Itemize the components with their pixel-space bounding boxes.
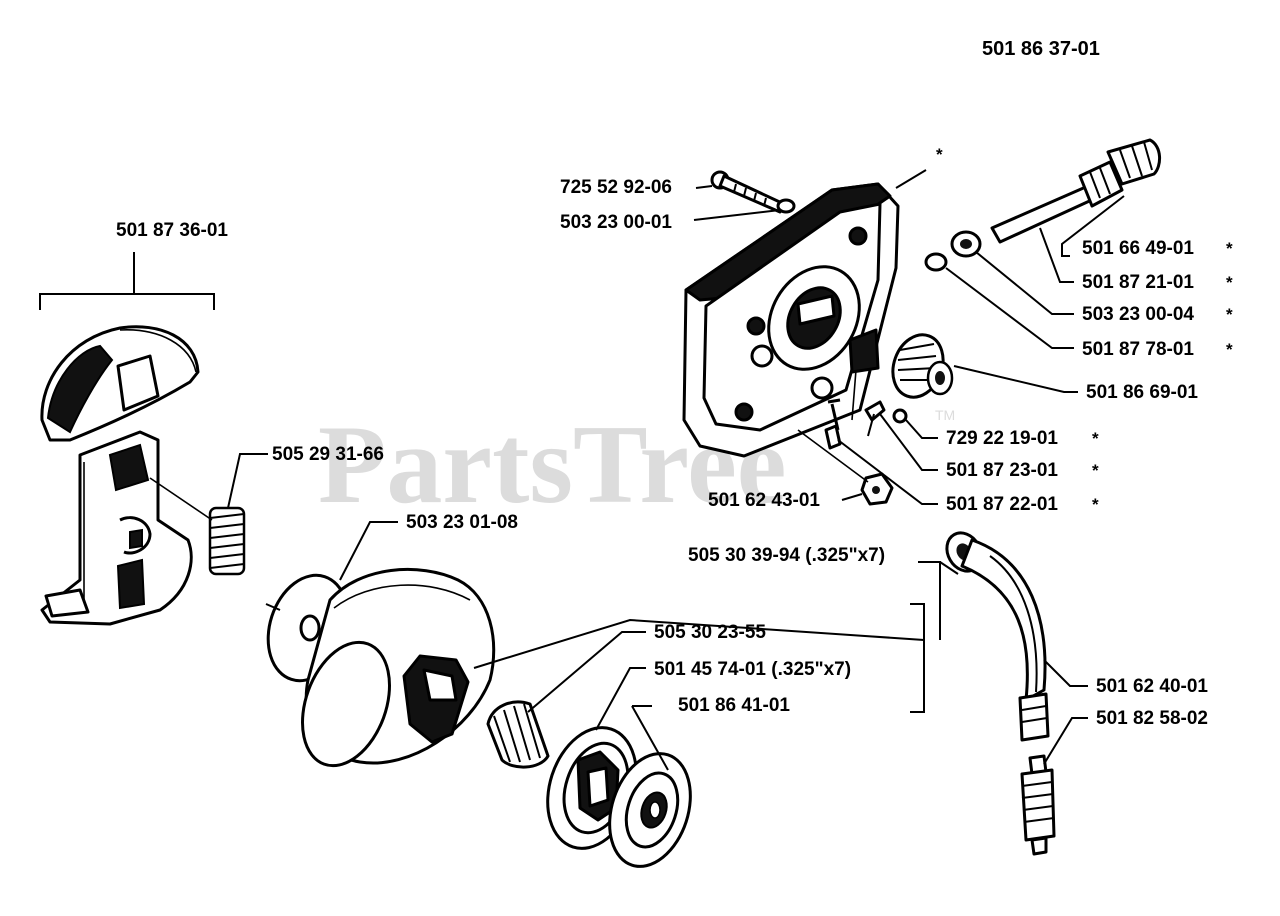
spring-icon xyxy=(208,506,246,576)
fitting-icon xyxy=(1020,754,1056,856)
label-seal-78: 501 87 78-01 xyxy=(1082,339,1194,360)
label-spring: 505 29 31-66 xyxy=(272,444,384,465)
rim-icon xyxy=(608,752,692,868)
label-washer-top: 503 23 00-01 xyxy=(560,212,672,233)
asterisk-washer-04: * xyxy=(1226,305,1233,324)
asterisk-part-23: * xyxy=(1092,461,1099,480)
label-shoes-assembly: 501 87 36-01 xyxy=(116,220,228,241)
label-fitting: 501 82 58-02 xyxy=(1096,708,1208,729)
asterisk-top: * xyxy=(936,145,943,164)
asterisk-part-22: * xyxy=(1092,495,1099,514)
worm-gear-icon xyxy=(891,333,954,399)
clutch-shoe-assembly-drawing xyxy=(39,252,246,626)
asterisk-screw-729: * xyxy=(1092,429,1099,448)
label-sprocket: 501 45 74-01 (.325"x7) xyxy=(654,659,851,680)
screw-icon xyxy=(710,170,786,214)
needle-bearing-icon xyxy=(486,700,550,769)
label-washer-04: 503 23 00-04 xyxy=(1082,304,1194,325)
label-screw-729: 729 22 19-01 xyxy=(946,428,1058,449)
diagram-id: 501 86 37-01 xyxy=(982,38,1100,60)
asterisk-pump-piston: * xyxy=(1226,273,1233,292)
label-pump-piston: 501 87 21-01 xyxy=(1082,272,1194,293)
watermark-tm: TM xyxy=(935,407,955,423)
label-oil-hose: 501 62 40-01 xyxy=(1096,676,1208,697)
clutch-drum-drawing xyxy=(265,567,692,868)
oil-pump-drawing xyxy=(682,138,1161,506)
asterisk-seal-78: * xyxy=(1226,340,1233,359)
label-washer: 503 23 01-08 xyxy=(406,512,518,533)
label-pump-shaft: 501 66 49-01 xyxy=(1082,238,1194,259)
label-drum-kit: 505 30 39-94 (.325"x7) xyxy=(688,545,885,566)
label-rim: 501 86 41-01 xyxy=(678,695,790,716)
label-screw-top: 725 52 92-06 xyxy=(560,177,672,198)
label-worm-gear: 501 86 69-01 xyxy=(1086,382,1198,403)
seal-ring-icon xyxy=(950,230,982,258)
pump-shaft-icon xyxy=(990,138,1161,244)
label-part-23: 501 87 23-01 xyxy=(946,460,1058,481)
label-part-22: 501 87 22-01 xyxy=(946,494,1058,515)
label-nut-43: 501 62 43-01 xyxy=(708,490,820,511)
oil-hose-drawing xyxy=(945,531,1056,856)
asterisk-pump-shaft: * xyxy=(1226,239,1233,258)
